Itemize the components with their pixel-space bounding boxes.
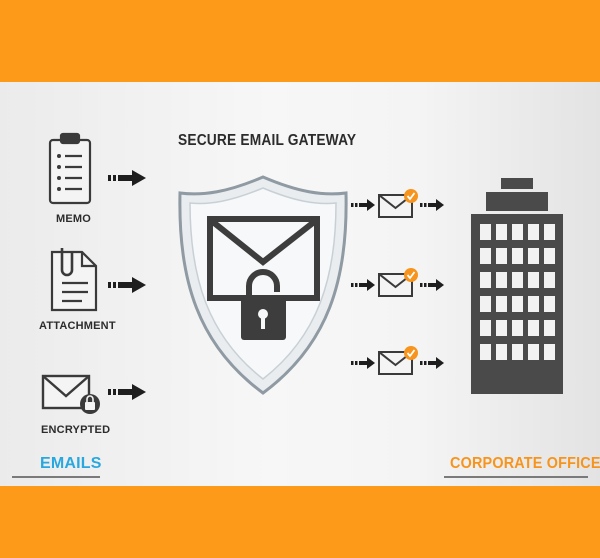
building-window xyxy=(480,224,491,240)
building-window xyxy=(512,296,523,312)
locked-envelope-icon xyxy=(41,374,100,414)
building-window xyxy=(496,344,507,360)
building-window xyxy=(544,320,555,336)
building-window xyxy=(544,272,555,288)
building-window xyxy=(528,224,539,240)
output-arrow-to-office-1 xyxy=(420,199,444,211)
building-window xyxy=(528,320,539,336)
building-window xyxy=(496,224,507,240)
building-window xyxy=(528,248,539,264)
building-window xyxy=(544,248,555,264)
building-window xyxy=(528,296,539,312)
corporate-office-caption: CORPORATE OFFICE xyxy=(450,455,600,472)
building-window xyxy=(480,320,491,336)
building-window xyxy=(528,272,539,288)
input-arrow-memo xyxy=(108,170,146,186)
gateway-title: SECURE EMAIL GATEWAY xyxy=(178,132,357,149)
verified-envelope-icon xyxy=(378,189,418,218)
office-building-icon xyxy=(471,178,563,394)
building-window xyxy=(544,296,555,312)
output-arrow-to-envelope-1 xyxy=(351,199,375,211)
output-arrow-to-office-3 xyxy=(420,357,444,369)
verified-envelope-icon xyxy=(378,268,418,297)
shield-envelope-padlock-icon xyxy=(178,175,348,395)
building-window xyxy=(480,344,491,360)
corporate-office-caption-underline xyxy=(444,476,588,478)
building-window xyxy=(512,320,523,336)
input-arrow-attachment xyxy=(108,277,146,293)
input-label-memo: MEMO xyxy=(56,213,92,225)
building-window xyxy=(512,248,523,264)
input-label-encrypted: ENCRYPTED xyxy=(41,424,111,436)
building-window xyxy=(512,344,523,360)
building-window xyxy=(528,344,539,360)
input-arrow-encrypted xyxy=(108,384,146,400)
building-window xyxy=(496,296,507,312)
emails-caption-underline xyxy=(12,476,100,478)
document-clip-icon xyxy=(50,248,98,312)
building-window xyxy=(496,320,507,336)
input-label-attachment: ATTACHMENT xyxy=(39,320,116,332)
building-window xyxy=(496,248,507,264)
building-window xyxy=(496,272,507,288)
emails-caption: EMAILS xyxy=(40,455,102,472)
clipboard-icon xyxy=(48,132,92,205)
bottom-orange-band xyxy=(0,486,600,558)
building-window xyxy=(480,272,491,288)
building-window xyxy=(480,248,491,264)
building-window xyxy=(544,224,555,240)
output-arrow-to-envelope-2 xyxy=(351,279,375,291)
output-arrow-to-envelope-3 xyxy=(351,357,375,369)
building-window xyxy=(544,344,555,360)
top-orange-band xyxy=(0,0,600,82)
verified-envelope-icon xyxy=(378,346,418,375)
output-arrow-to-office-2 xyxy=(420,279,444,291)
building-window xyxy=(480,296,491,312)
building-window xyxy=(512,272,523,288)
building-window xyxy=(512,224,523,240)
